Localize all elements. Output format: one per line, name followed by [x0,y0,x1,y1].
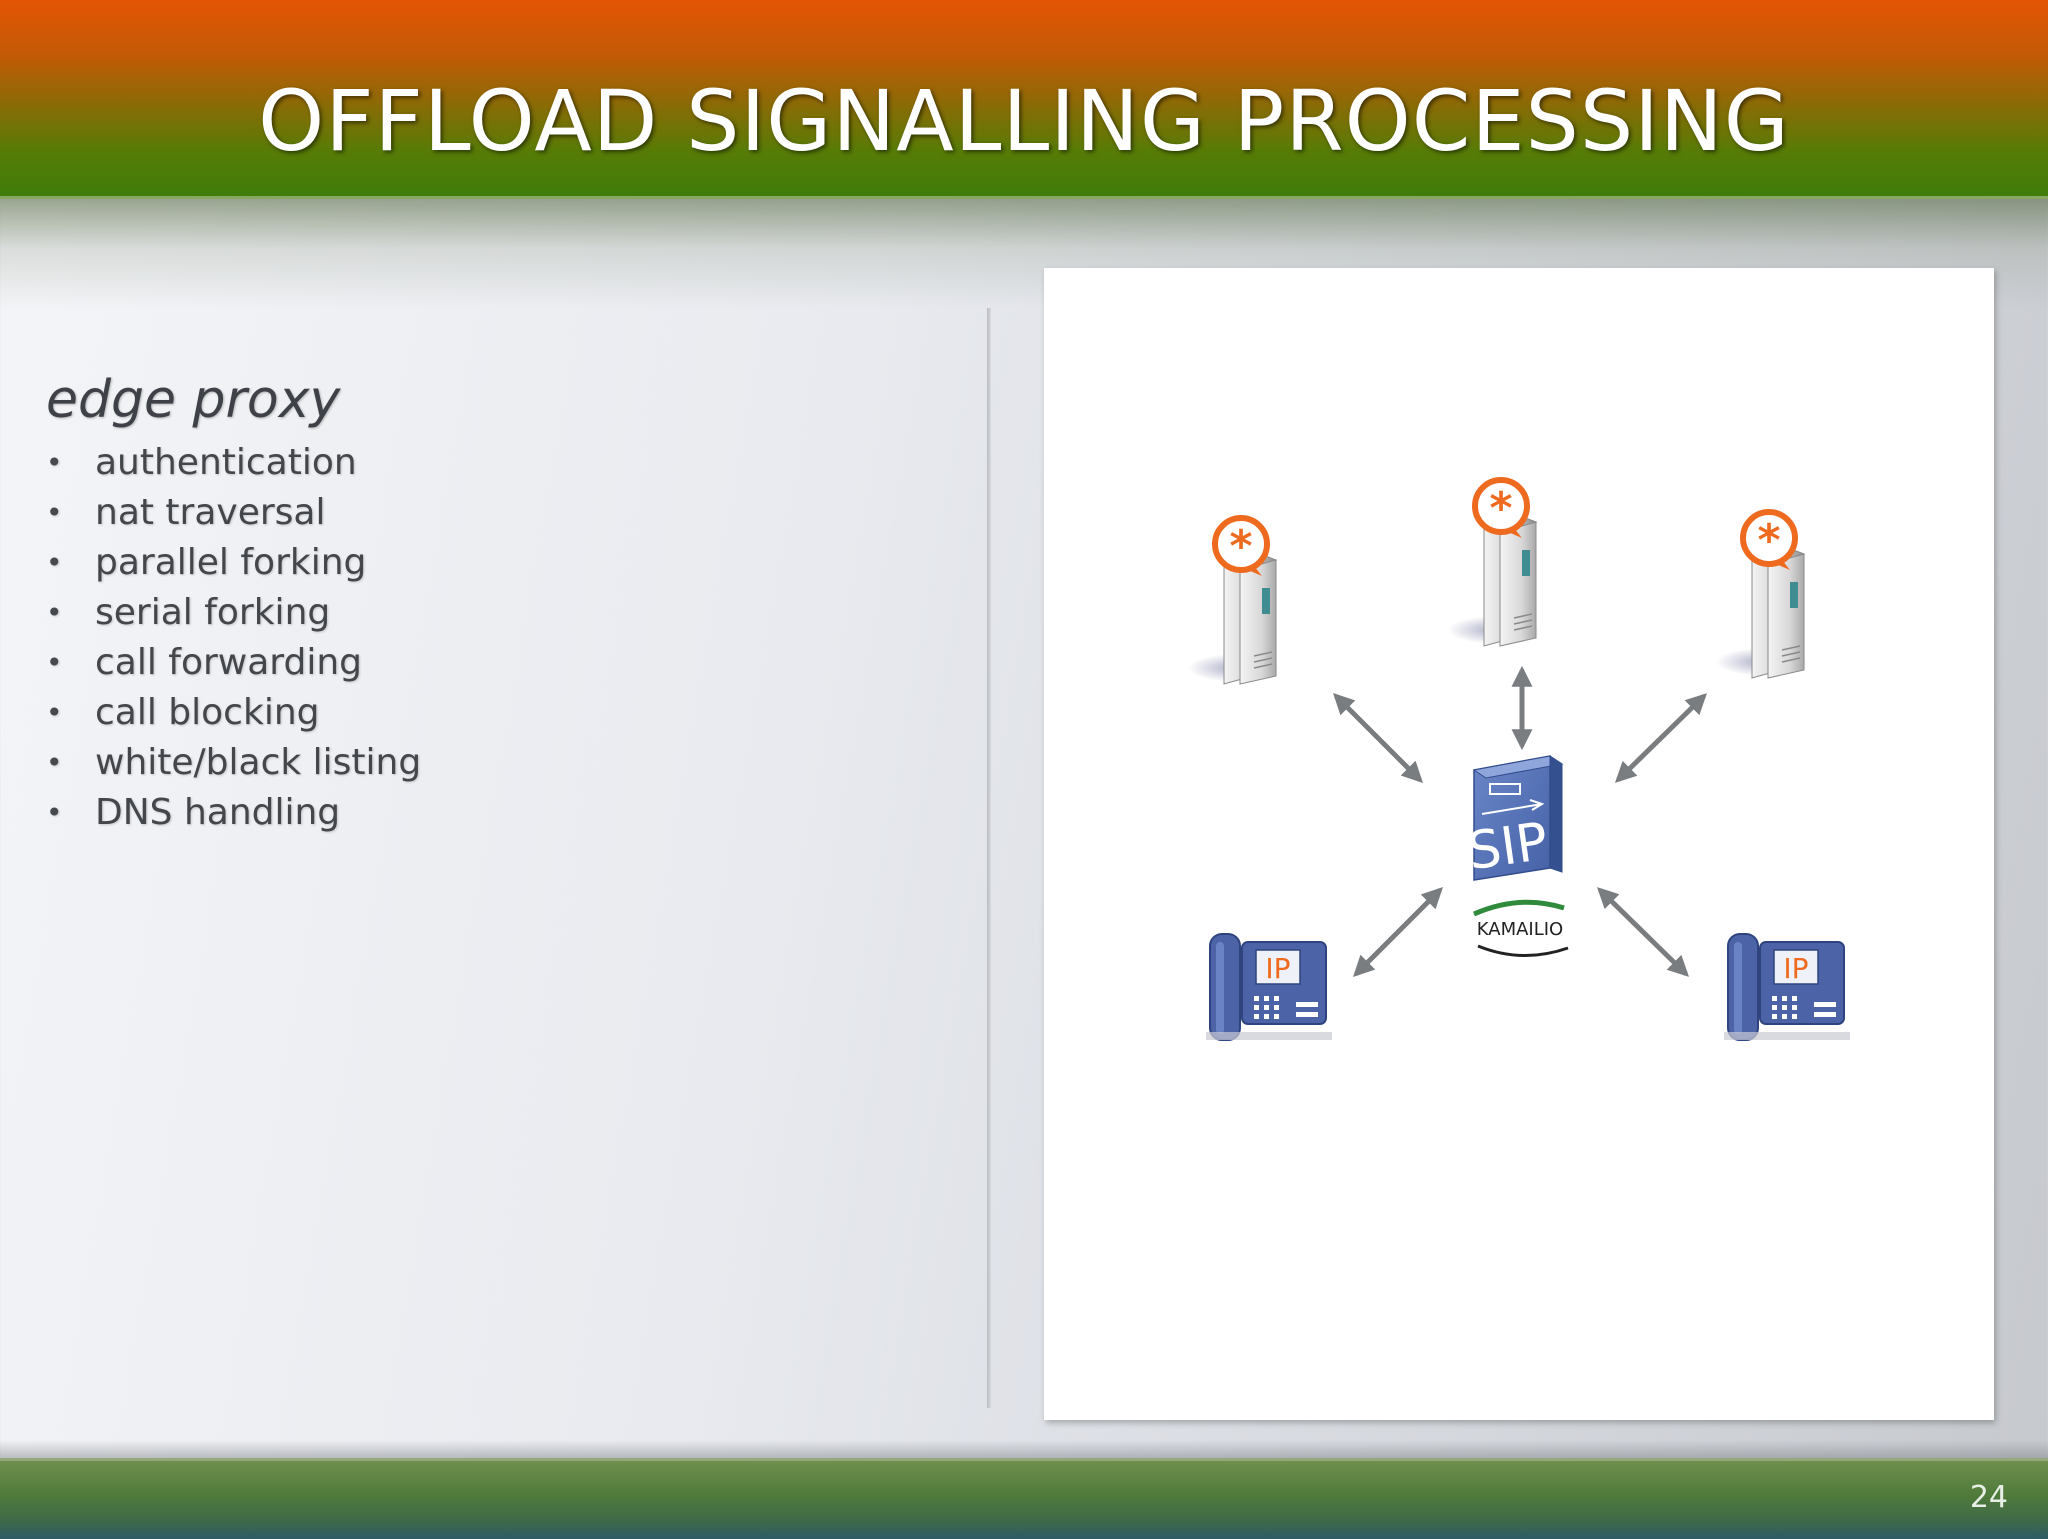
svg-text:*: * [1757,515,1780,566]
diagram-panel: * * * [1044,268,1994,1420]
ip-phone-icon: IP [1724,933,1850,1041]
phone-ip-label: IP [1783,952,1808,985]
ip-phone-icon: IP [1206,933,1332,1041]
title-bar [0,0,2048,199]
bullet-dot: • [46,746,63,779]
bullet-text: call blocking [95,692,320,733]
bullet-item: • DNS handling [46,788,421,838]
sip-text: SIP [1464,812,1551,883]
bullet-dot: • [46,596,63,629]
connection-arrows [1333,665,1708,977]
arrow-left-phone [1353,887,1443,977]
arrow-right-phone [1596,887,1690,977]
svg-text:*: * [1229,521,1252,572]
arrow-right-server [1614,693,1708,783]
phone-ip-label: IP [1265,952,1290,985]
bullet-text: DNS handling [95,792,341,833]
footer-bar [0,1458,2048,1539]
bullet-item: • serial forking [46,588,421,638]
arrow-left-server [1333,693,1423,783]
bullet-item: • parallel forking [46,538,421,588]
bullet-dot: • [46,796,63,829]
bullet-text: serial forking [95,592,331,633]
bullet-item: • authentication [46,438,421,488]
bullet-text: authentication [95,442,357,483]
bullet-item: • white/black listing [46,738,421,788]
svg-text:*: * [1489,483,1512,534]
asterisk-server-icon: * [1188,515,1280,685]
asterisk-server-icon: * [1448,477,1540,647]
kamailio-logo: KAMAILIO [1473,899,1569,957]
bullet-dot: • [46,696,63,729]
bullet-dot: • [46,446,63,479]
bullet-text: white/black listing [95,742,422,783]
bullet-dot: • [46,496,63,529]
bullet-list: • authentication • nat traversal • parallel… [46,438,421,838]
bullet-item: • call blocking [46,688,421,738]
bullet-dot: • [46,646,63,679]
asterisk-server-icon: * [1716,509,1808,679]
bullet-text: nat traversal [95,492,326,533]
sip-server-icon: SIP [1464,755,1564,883]
bullet-text: call forwarding [95,642,362,683]
bullet-item: • nat traversal [46,488,421,538]
section-heading: edge proxy [46,370,341,430]
bullet-item: • call forwarding [46,638,421,688]
page-number: 24 [1969,1480,2008,1515]
slide-title: OFFLOAD SIGNALLING PROCESSING [258,72,1790,170]
network-diagram: * * * [1188,477,1850,1041]
bullet-text: parallel forking [95,542,367,583]
bullet-dot: • [46,546,63,579]
kamailio-label: KAMAILIO [1477,919,1563,940]
left-column: edge proxy • authentication • nat traversa… [46,370,421,838]
column-divider [987,308,991,1408]
footer-shade [0,1440,2048,1458]
